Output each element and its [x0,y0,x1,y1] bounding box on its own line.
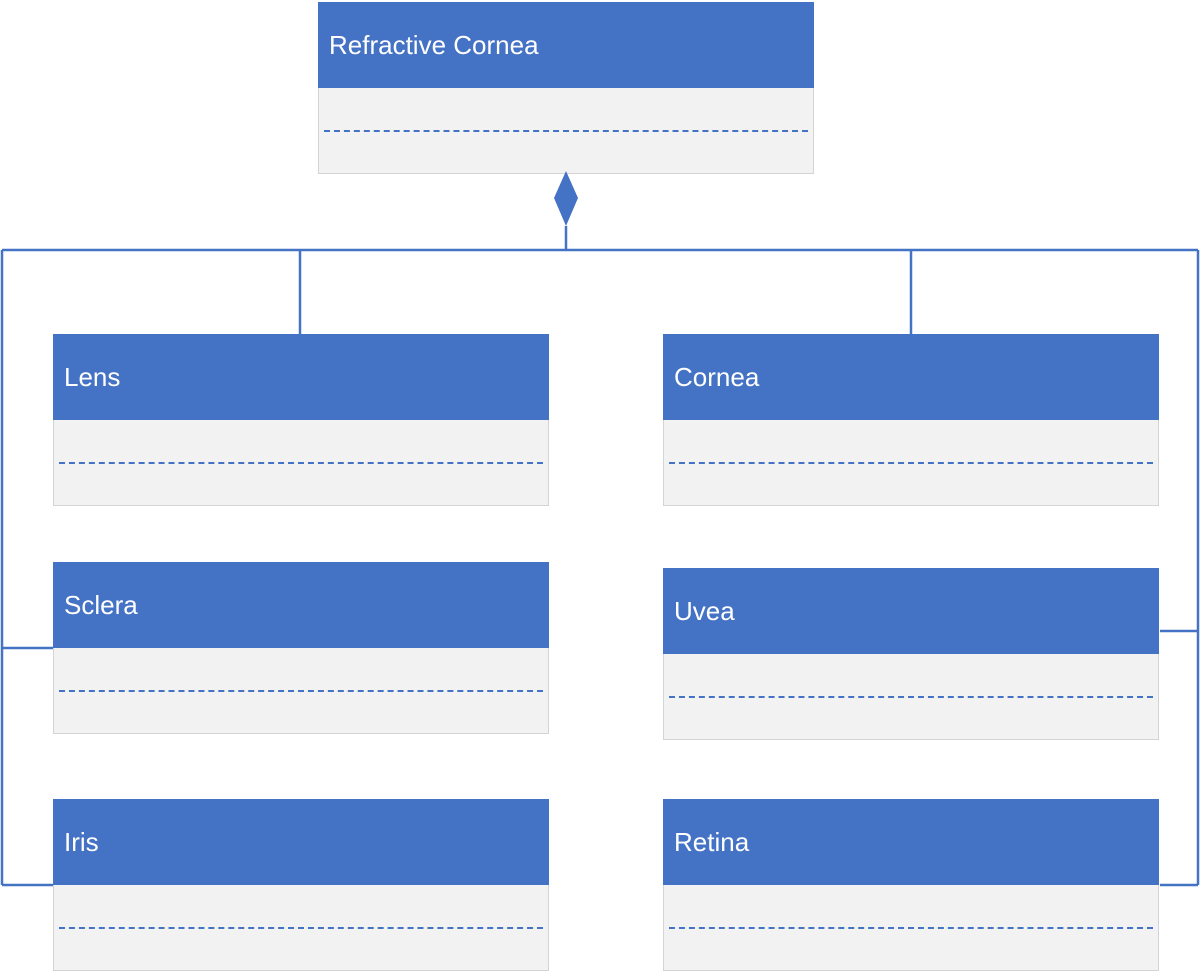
class-body [318,88,814,174]
class-title: Lens [64,361,121,392]
class-header: Retina [663,799,1159,885]
class-title: Sclera [64,589,138,620]
class-compartment-divider [669,462,1153,464]
class-title: Uvea [674,595,735,626]
class-compartment-divider [59,690,543,692]
class-compartment-divider [669,696,1153,698]
class-box-iris[interactable]: Iris [53,799,549,971]
class-compartment-divider [59,462,543,464]
class-header: Cornea [663,334,1159,420]
class-box-retina[interactable]: Retina [663,799,1159,971]
class-box-uvea[interactable]: Uvea [663,568,1159,740]
class-body [53,885,549,971]
class-box-cornea[interactable]: Cornea [663,334,1159,506]
class-body [663,654,1159,740]
class-title: Cornea [674,361,760,392]
class-header: Uvea [663,568,1159,654]
class-box-sclera[interactable]: Sclera [53,562,549,734]
class-body [663,420,1159,506]
class-compartment-divider [324,130,808,132]
class-header: Lens [53,334,549,420]
class-header: Iris [53,799,549,885]
composition-diamond-icon [554,171,578,226]
class-body [53,420,549,506]
class-title: Iris [64,826,99,857]
class-compartment-divider [59,927,543,929]
class-title: Refractive Cornea [329,29,539,60]
class-body [663,885,1159,971]
class-header: Refractive Cornea [318,2,814,88]
class-body [53,648,549,734]
class-box-lens[interactable]: Lens [53,334,549,506]
class-title: Retina [674,826,750,857]
class-box-refractive-cornea[interactable]: Refractive Cornea [318,2,814,174]
class-header: Sclera [53,562,549,648]
class-compartment-divider [669,927,1153,929]
